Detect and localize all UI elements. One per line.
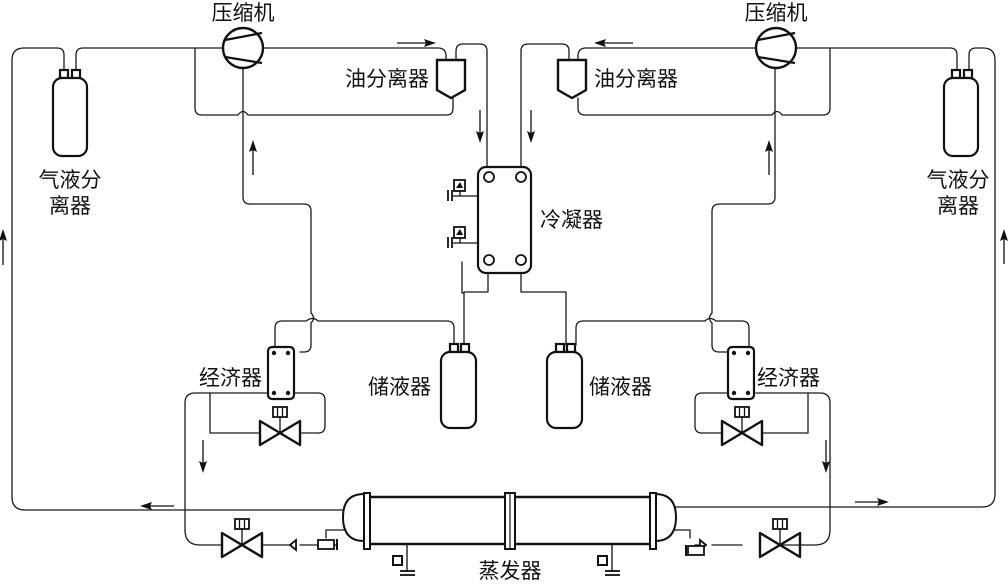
right-circuit-pipes: [520, 43, 996, 546]
gas-liquid-separator-left: [51, 68, 89, 158]
left-circuit-pipes: [11, 43, 489, 546]
economizer-left-label: 经济器: [199, 366, 262, 390]
arrow-down-icon: [527, 110, 535, 143]
gas-liquid-separator-right-label-2: 离器: [937, 194, 979, 218]
evaporator-sensor-right: [597, 544, 620, 576]
oil-separator-left: [435, 58, 467, 100]
arrow-left-icon: [594, 39, 633, 47]
arrow-up-icon: [1000, 229, 1008, 264]
arrow-right-icon: [397, 39, 436, 47]
oil-separator-right: [556, 58, 588, 100]
receiver-right: [545, 342, 584, 430]
arrow-right-icon: [855, 498, 889, 506]
receiver-left: [439, 342, 478, 430]
economizer-valve-right: [720, 405, 764, 447]
arrow-up-icon: [765, 140, 773, 175]
gas-liquid-separator-left-label-1: 气液分: [39, 168, 102, 192]
flow-arrows: [0, 39, 1008, 510]
gas-liquid-separator-right: [942, 68, 980, 158]
filter-right: [685, 538, 708, 556]
filter-left: [288, 538, 338, 552]
compressor-right-label: 压缩机: [745, 1, 808, 25]
condenser-label: 冷凝器: [540, 208, 603, 232]
compressor-left: [221, 26, 265, 70]
arrow-down-icon: [476, 110, 484, 143]
main-valve-left: [220, 517, 264, 559]
arrow-left-icon: [140, 502, 174, 510]
evaporator-label: 蒸发器: [479, 559, 542, 583]
economizer-valve-left: [258, 405, 302, 447]
economizer-right: [726, 345, 756, 401]
gas-liquid-separator-left-label-2: 离器: [49, 194, 91, 218]
oil-separator-right-label: 油分离器: [594, 67, 678, 91]
main-valve-right: [758, 517, 802, 559]
compressor-left-label: 压缩机: [212, 1, 275, 25]
evaporator: [341, 492, 678, 576]
compressor-right: [754, 26, 798, 70]
receiver-left-label: 储液器: [368, 375, 431, 399]
condenser-pressure-gauge-bottom: [447, 226, 478, 248]
arrow-down-icon: [199, 440, 207, 473]
gas-liquid-separator-right-label-1: 气液分: [927, 168, 990, 192]
evaporator-sensor-left: [392, 544, 415, 576]
condenser: [447, 165, 533, 275]
arrow-down-icon: [822, 440, 830, 473]
arrow-up-icon: [249, 140, 257, 175]
economizer-right-label: 经济器: [757, 366, 820, 390]
oil-separator-left-label: 油分离器: [345, 67, 429, 91]
receiver-right-label: 储液器: [589, 375, 652, 399]
condenser-pressure-gauge-top: [447, 179, 478, 201]
labels: 压缩机 压缩机 油分离器 油分离器 气液分 离器 气液分 离器 冷凝器 储液器 …: [39, 1, 990, 583]
economizer-left: [266, 345, 296, 401]
arrow-up-icon: [0, 229, 7, 265]
